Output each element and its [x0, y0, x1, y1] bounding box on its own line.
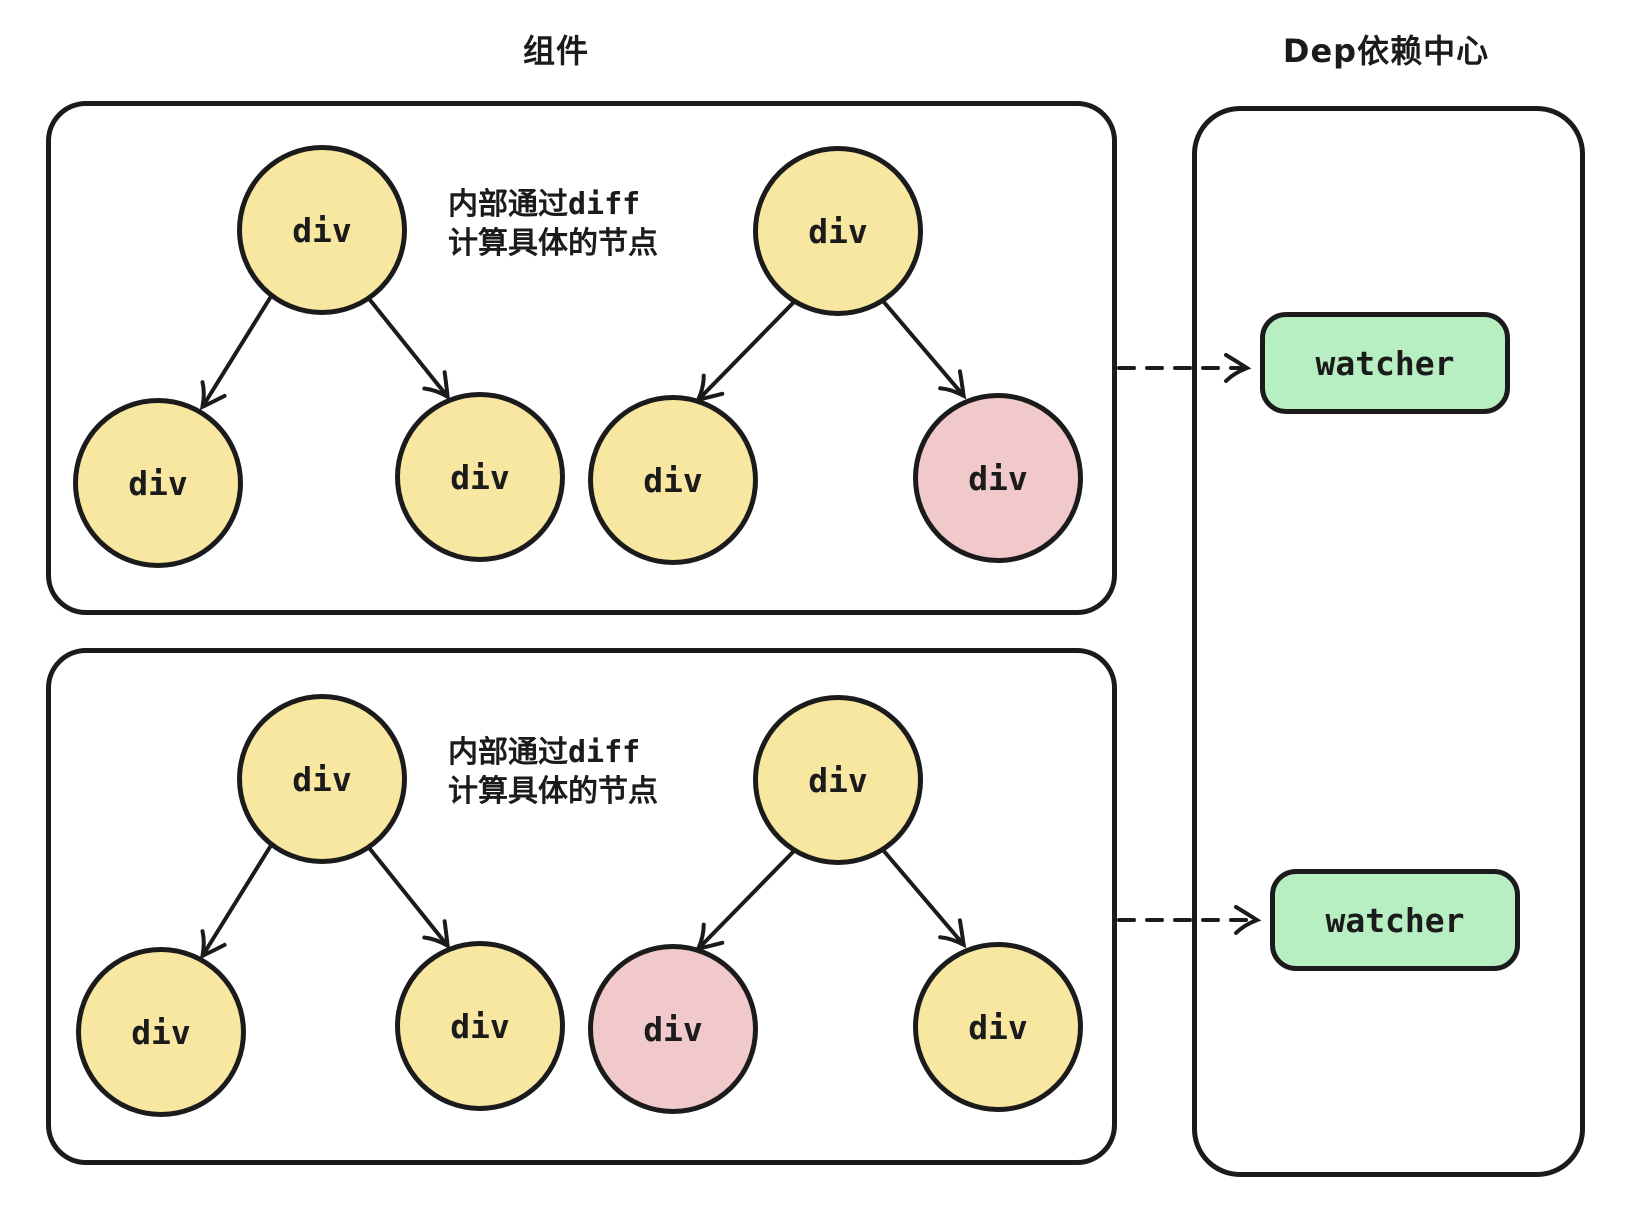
- c1-child-3-div-node: div: [588, 395, 758, 565]
- node-label: div: [968, 1007, 1028, 1047]
- c1-diff-note-line-1: 内部通过diff: [448, 187, 641, 222]
- node-label: div: [643, 1009, 703, 1049]
- c2-root-right-div-node: div: [753, 695, 923, 865]
- node-label: div: [292, 759, 352, 799]
- c1-child-2-div-node: div: [395, 392, 565, 562]
- components-column-title: 组件: [522, 32, 589, 70]
- node-label: div: [968, 458, 1028, 498]
- c1-root-left-div-node: div: [237, 145, 407, 315]
- c2-diff-note-line-2: 计算具体的节点: [448, 774, 658, 809]
- c1-root-right-div-node: div: [753, 146, 923, 316]
- c2-child-1-div-node: div: [76, 947, 246, 1117]
- c2-child-2-div-node: div: [395, 941, 565, 1111]
- watcher-1-label: watcher: [1315, 343, 1455, 383]
- dep-center-box: [1192, 106, 1585, 1177]
- node-label: div: [808, 211, 868, 251]
- watcher-1-box: watcher: [1260, 312, 1510, 414]
- c1-child-4-div-node-changed: div: [913, 393, 1083, 563]
- node-label: div: [292, 210, 352, 250]
- c2-child-3-div-node-changed: div: [588, 944, 758, 1114]
- node-label: div: [131, 1012, 191, 1052]
- c2-diff-note-line-1: 内部通过diff: [448, 735, 641, 770]
- component-1-box: [46, 101, 1117, 615]
- c1-diff-note-line-2: 计算具体的节点: [448, 226, 658, 261]
- watcher-2-label: watcher: [1325, 900, 1465, 940]
- node-label: div: [450, 457, 510, 497]
- node-label: div: [128, 463, 188, 503]
- c2-child-4-div-node: div: [913, 942, 1083, 1112]
- c1-child-1-div-node: div: [73, 398, 243, 568]
- dep-center-column-title: Dep依赖中心: [1282, 32, 1490, 70]
- c1-diff-note: 内部通过diff 计算具体的节点: [448, 185, 658, 263]
- node-label: div: [643, 460, 703, 500]
- c2-root-left-div-node: div: [237, 694, 407, 864]
- component-2-box: [46, 648, 1117, 1165]
- watcher-2-box: watcher: [1270, 869, 1520, 971]
- c2-diff-note: 内部通过diff 计算具体的节点: [448, 733, 658, 811]
- node-label: div: [450, 1006, 510, 1046]
- node-label: div: [808, 760, 868, 800]
